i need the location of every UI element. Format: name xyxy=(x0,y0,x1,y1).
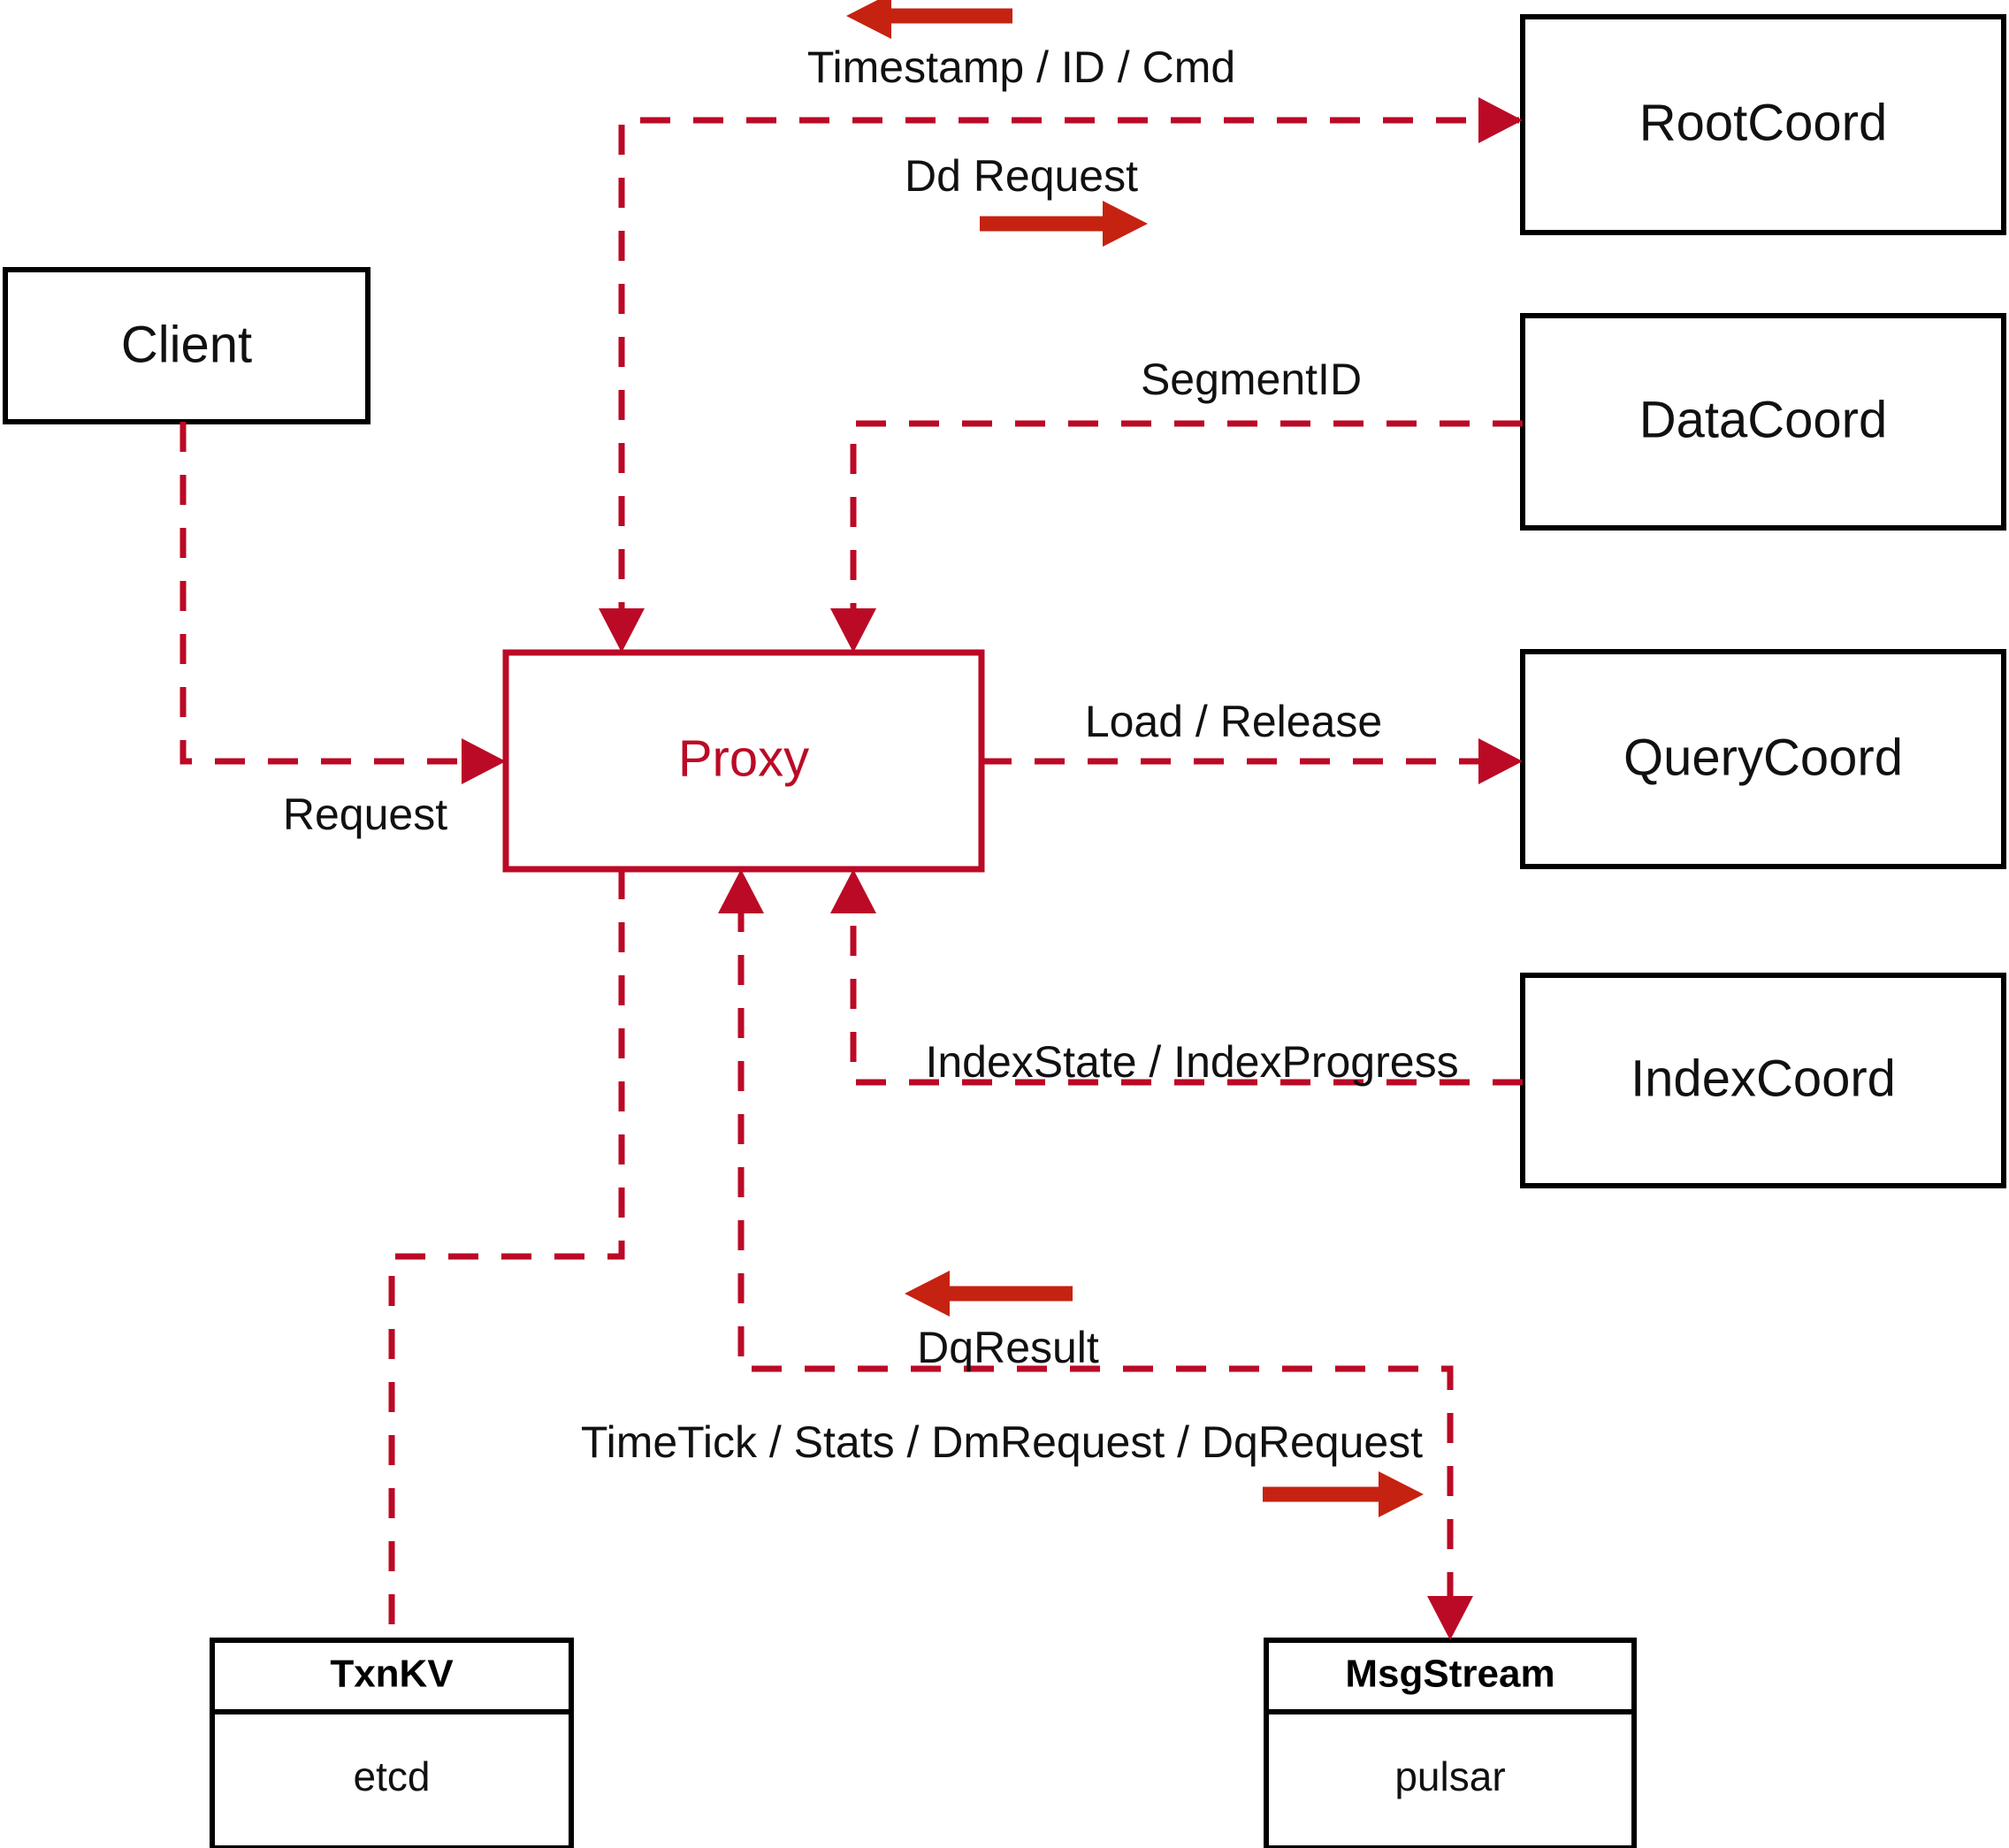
direction-arrow-timetick-right xyxy=(1263,1471,1424,1517)
query-coord-label: QueryCoord xyxy=(1623,729,1903,786)
edge-proxy-msgstream xyxy=(737,902,1454,1602)
data-coord-label: DataCoord xyxy=(1639,391,1887,448)
edge-proxy-left-arrowhead xyxy=(462,738,506,784)
edge-rootcoord-arrowhead xyxy=(1478,97,1523,143)
edge-label-dd-request: Dd Request xyxy=(905,151,1138,201)
edge-label-timestamp-id-cmd: Timestamp / ID / Cmd xyxy=(807,42,1235,92)
node-index-coord[interactable]: IndexCoord xyxy=(1520,973,2006,1188)
msgstream-title: MsgStream xyxy=(1345,1653,1554,1696)
node-client[interactable]: Client xyxy=(3,267,370,424)
direction-arrow-timestamp-left xyxy=(846,0,1012,39)
data-coord-box xyxy=(1520,313,2006,531)
edge-proxy-top-right-arrowhead xyxy=(830,608,876,653)
edge-label-timetick-stats: TimeTick / Stats / DmRequest / DqRequest xyxy=(581,1417,1423,1467)
node-msgstream[interactable]: MsgStream pulsar xyxy=(1264,1638,1637,1848)
edge-datacoord-proxy xyxy=(850,420,1523,619)
txnkv-title: TxnKV xyxy=(330,1653,454,1696)
client-box xyxy=(3,267,370,424)
msgstream-body: pulsar xyxy=(1394,1753,1505,1799)
client-label: Client xyxy=(121,316,252,373)
node-txnkv[interactable]: TxnKV etcd xyxy=(210,1638,574,1848)
direction-arrow-dqresult-left xyxy=(905,1271,1073,1317)
txnkv-box xyxy=(210,1638,574,1848)
node-root-coord[interactable]: RootCoord xyxy=(1520,14,2006,235)
edge-msgstream-arrowhead xyxy=(1427,1596,1473,1640)
node-data-coord[interactable]: DataCoord xyxy=(1520,313,2006,531)
node-query-coord[interactable]: QueryCoord xyxy=(1520,649,2006,869)
edge-client-proxy xyxy=(180,422,472,765)
proxy-label: Proxy xyxy=(678,729,809,787)
direction-arrow-dd-request-right xyxy=(980,201,1148,247)
edge-proxy-txnkv xyxy=(388,869,625,1640)
txnkv-body: etcd xyxy=(354,1753,431,1799)
edge-label-load-release: Load / Release xyxy=(1085,697,1382,746)
edge-proxy-bottom-middle-arrowhead xyxy=(718,869,764,913)
edge-proxy-rootcoord xyxy=(618,117,1519,619)
node-proxy[interactable]: Proxy xyxy=(502,649,985,873)
index-coord-label: IndexCoord xyxy=(1631,1050,1896,1107)
query-coord-box xyxy=(1520,649,2006,869)
edge-proxy-bottom-right-arrowhead xyxy=(830,869,876,913)
edge-querycoord-arrowhead xyxy=(1478,738,1523,784)
edge-label-segment-id: SegmentID xyxy=(1141,355,1362,404)
edge-indexcoord-proxy xyxy=(850,902,1523,1086)
edge-label-request: Request xyxy=(283,790,447,839)
root-coord-box xyxy=(1520,14,2006,235)
root-coord-label: RootCoord xyxy=(1639,94,1887,151)
edge-proxy-top-left-arrowhead xyxy=(599,608,645,653)
proxy-box xyxy=(502,649,985,873)
edge-label-dq-result: DqResult xyxy=(917,1323,1099,1372)
edge-label-index-state-progress: IndexState / IndexProgress xyxy=(925,1037,1458,1087)
